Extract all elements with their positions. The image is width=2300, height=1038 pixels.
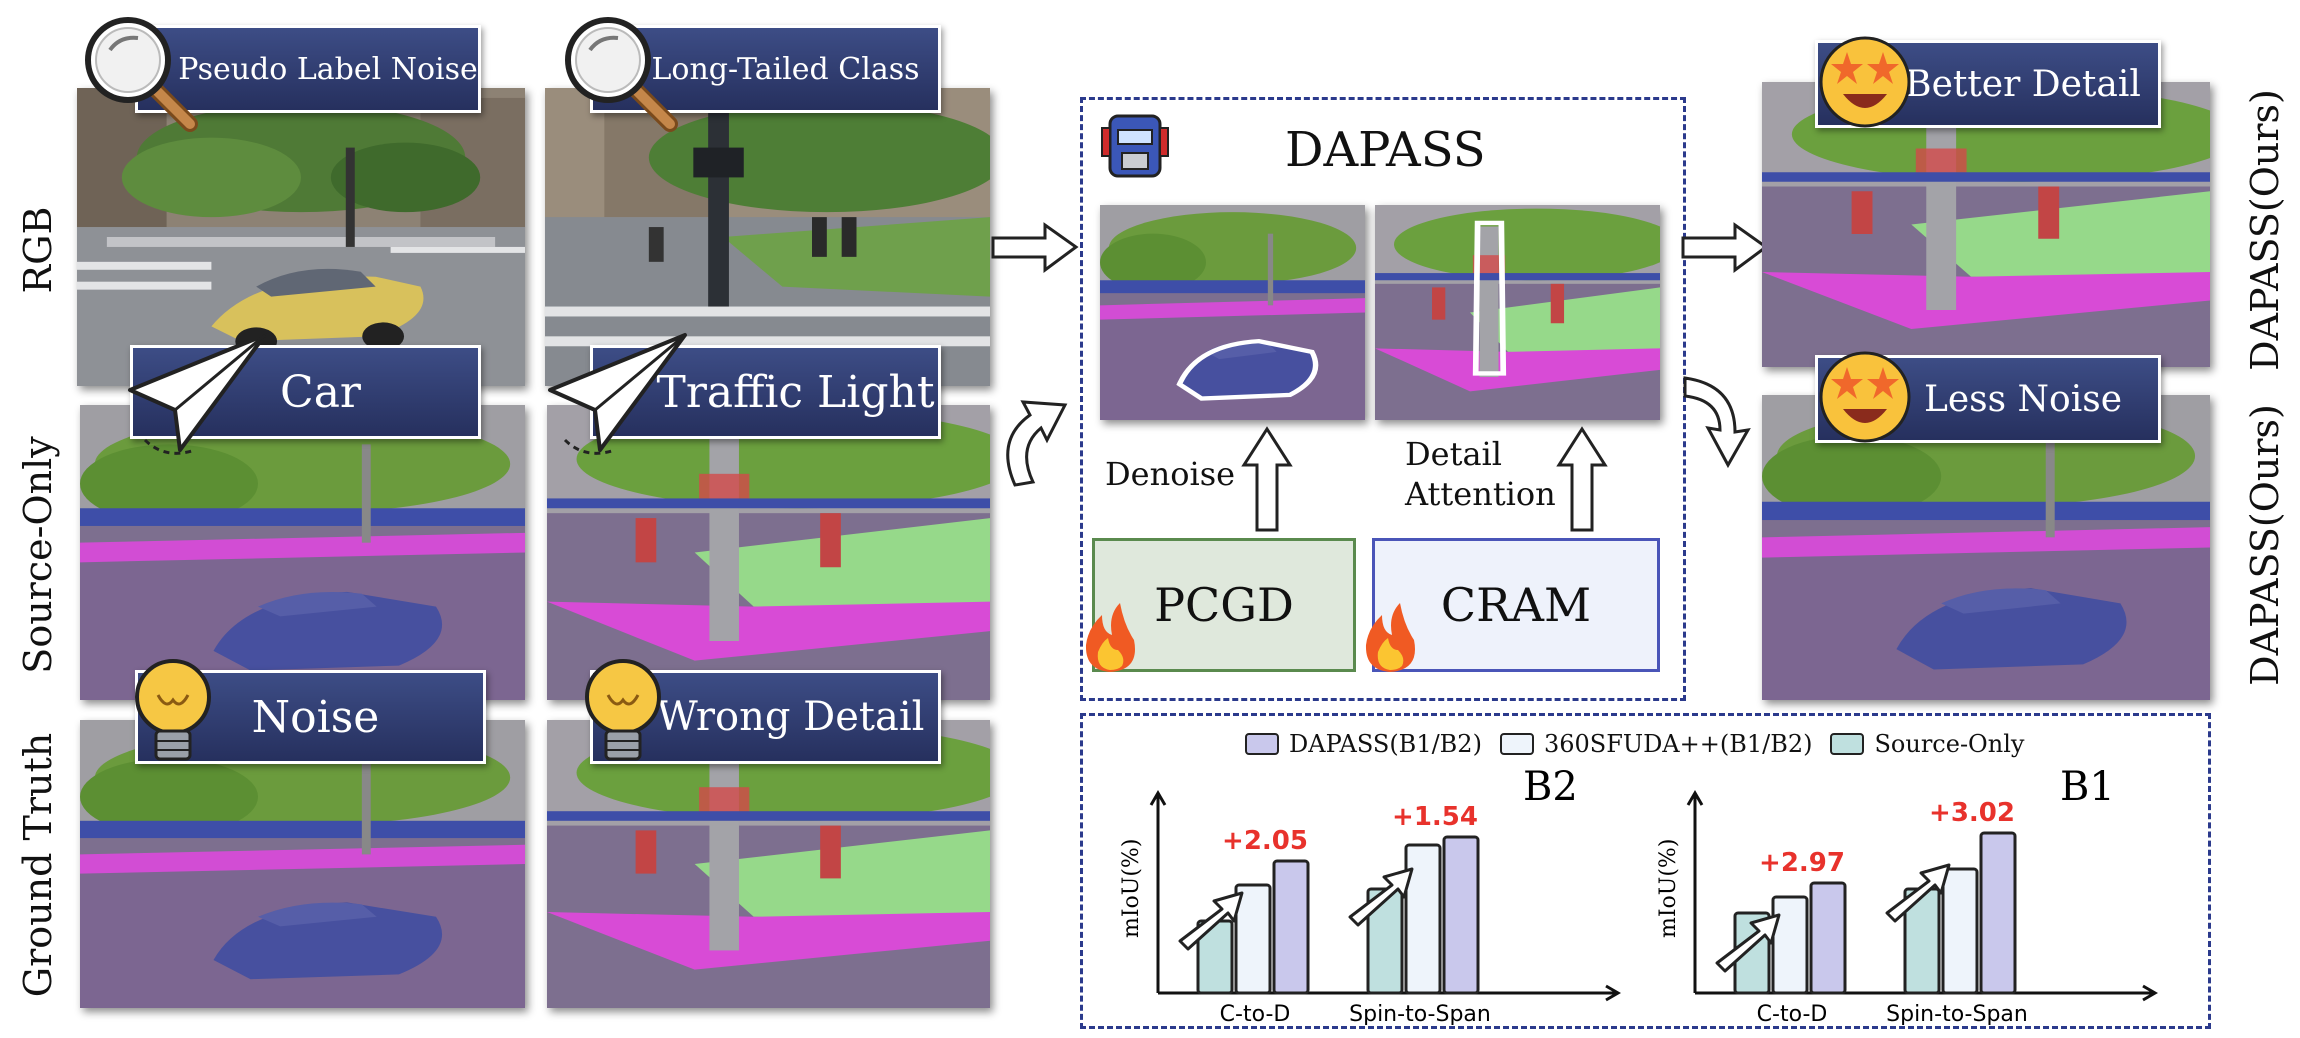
gain-label: +3.02 xyxy=(1929,798,2015,828)
row-label-source-only: Source-Only xyxy=(16,436,60,674)
bar xyxy=(1941,867,1979,995)
curved-arrow-icon xyxy=(1006,400,1068,487)
bar xyxy=(1771,895,1809,995)
legend-label-sfuda: 360SFUDA++(B1/B2) xyxy=(1543,730,1813,758)
legend-swatch-sfuda xyxy=(1499,733,1534,755)
trend-arrow-icon xyxy=(1715,913,1781,973)
paper-plane-icon xyxy=(128,333,267,455)
trend-arrow-icon xyxy=(1885,863,1951,923)
pcgd-module: PCGD xyxy=(1092,538,1356,672)
y-axis-arrowhead xyxy=(1686,790,1704,806)
pcgd-label: PCGD xyxy=(1154,578,1294,632)
dapass-framework-box xyxy=(1080,97,1686,701)
lightbulb-icon xyxy=(135,659,211,761)
denoise-label: Denoise xyxy=(1105,455,1236,493)
right-label-dapass-1: DAPASS(Ours) xyxy=(2243,89,2287,371)
x-axis-arrowhead xyxy=(2142,984,2158,1002)
trend-arrow-icon xyxy=(1178,891,1244,951)
paper-plane-icon xyxy=(548,333,687,455)
x-tick-label: Spin-to-Span xyxy=(1349,1002,1491,1025)
panel-center-denoise xyxy=(1100,205,1365,420)
bar xyxy=(1272,859,1310,995)
banner-better-detail-text: Better Detail xyxy=(1905,63,2141,105)
cram-label: CRAM xyxy=(1440,578,1592,632)
fire-icon xyxy=(1085,603,1135,672)
robot-head-icon xyxy=(1101,114,1169,178)
legend-label-dapass: DAPASS(B1/B2) xyxy=(1289,730,1482,758)
gain-label: +2.97 xyxy=(1759,848,1845,878)
star-eyes-emoji-icon xyxy=(1819,351,1911,443)
row-label-rgb: RGB xyxy=(16,206,60,294)
magnifier-icon xyxy=(85,17,198,132)
attention-label: Attention xyxy=(1405,475,1556,513)
banner-wrong-detail-text: Wrong Detail xyxy=(656,694,925,740)
legend-label-source-only: Source-Only xyxy=(1874,730,2025,758)
results-chart-box xyxy=(1080,713,2211,1029)
banner-traffic-light-text: Traffic Light xyxy=(656,366,935,418)
right-label-dapass-2: DAPASS(Ours) xyxy=(2243,404,2287,686)
banner-less-noise-text: Less Noise xyxy=(1923,378,2123,420)
panel-center-detail xyxy=(1375,205,1660,420)
chart-backbone-label: B2 xyxy=(1523,764,1578,810)
banner-long-tailed-class-text: Long-Tailed Class xyxy=(651,51,920,87)
bar xyxy=(1979,831,2017,995)
curved-arrow-icon xyxy=(1683,376,1751,469)
banner-pseudo-label-noise-text: Pseudo Label Noise xyxy=(178,51,478,87)
magnifier-icon xyxy=(565,17,678,132)
chart-legend: DAPASS(B1/B2) 360SFUDA++(B1/B2) Source-O… xyxy=(1245,730,2024,758)
star-eyes-emoji-icon xyxy=(1819,36,1911,128)
x-tick-label: C-to-D xyxy=(1757,1002,1828,1025)
up-arrow-icon xyxy=(1241,426,1293,532)
cram-module: CRAM xyxy=(1372,538,1660,672)
y-axis-label: mIoU(%) xyxy=(1119,839,1144,938)
bar xyxy=(1809,881,1847,995)
up-arrow-icon xyxy=(1556,426,1608,532)
chart-backbone-label: B1 xyxy=(2060,764,2115,810)
legend-swatch-source-only xyxy=(1830,733,1865,755)
detail-label: Detail xyxy=(1405,435,1502,473)
banner-pseudo-label-noise: Pseudo Label Noise xyxy=(135,25,481,113)
gain-label: +1.54 xyxy=(1392,802,1478,832)
row-label-ground-truth: Ground Truth xyxy=(16,732,60,998)
x-tick-label: C-to-D xyxy=(1220,1002,1291,1025)
banner-car-text: Car xyxy=(280,366,361,418)
y-axis-label: mIoU(%) xyxy=(1656,839,1681,938)
banner-long-tailed-class: Long-Tailed Class xyxy=(590,25,941,113)
legend-swatch-dapass xyxy=(1245,733,1279,755)
fire-icon xyxy=(1365,603,1415,672)
dapass-title: DAPASS xyxy=(1285,122,1486,178)
banner-traffic-light: Traffic Light xyxy=(590,345,941,439)
lightbulb-icon xyxy=(585,659,661,761)
bar xyxy=(1442,835,1480,995)
arrow-right-icon xyxy=(991,222,1079,273)
y-axis-arrowhead xyxy=(1149,790,1167,806)
gain-label: +2.05 xyxy=(1222,826,1308,856)
arrow-right-icon xyxy=(1681,222,1769,273)
bar xyxy=(1234,883,1272,995)
trend-arrow-icon xyxy=(1348,867,1414,927)
banner-noise-text: Noise xyxy=(251,691,380,743)
x-tick-label: Spin-to-Span xyxy=(1886,1002,2028,1025)
x-axis-arrowhead xyxy=(1605,984,1621,1002)
bar xyxy=(1404,843,1442,995)
